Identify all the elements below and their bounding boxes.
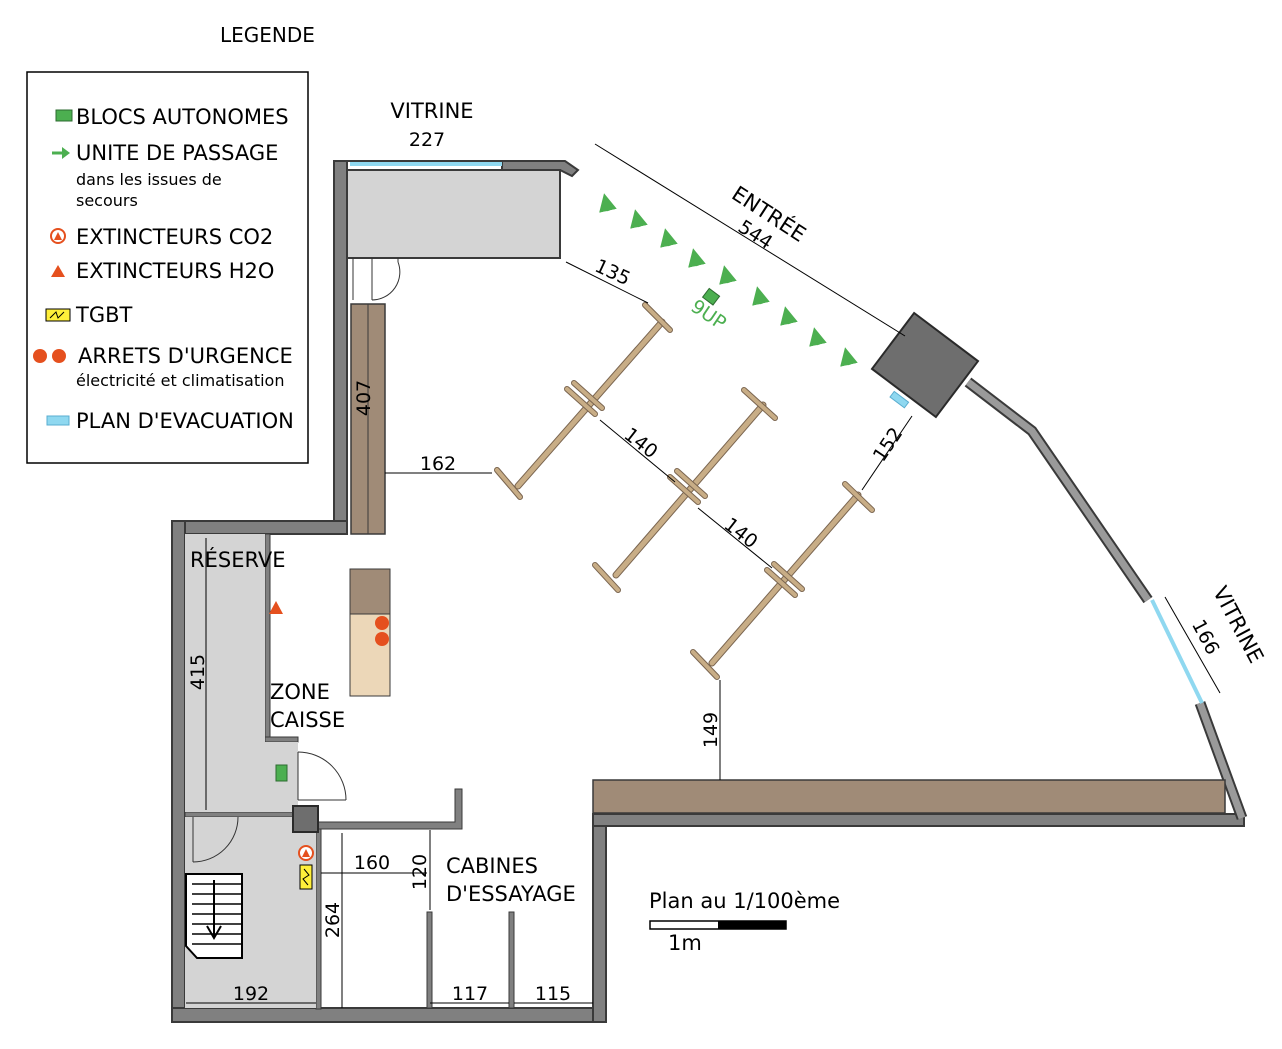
vitrine-top-dimension: 227: [409, 129, 445, 151]
legend-title: LEGENDE: [220, 23, 315, 47]
legend-label: EXTINCTEURS CO2: [76, 225, 273, 249]
dimension-label: 415: [187, 654, 209, 690]
wall-shelf-bottom: [592, 779, 1226, 814]
legend-item-co2: EXTINCTEURS CO2: [50, 225, 273, 249]
legend-item-arrets: ARRETS D'URGENCE électricité et climatis…: [33, 344, 293, 390]
dimension-label: 140: [620, 423, 662, 463]
door-top-left: [352, 258, 401, 301]
legend-label: TGBT: [75, 303, 133, 327]
green-block-icon: [275, 764, 288, 782]
passage-units-label: 9UP: [687, 295, 730, 334]
scale-unit: 1m: [668, 931, 702, 955]
cabines-label: CABINES: [446, 854, 538, 878]
dimension-label: 140: [720, 513, 762, 553]
legend-box: [26, 71, 309, 464]
legend-item-tgbt: TGBT: [45, 303, 133, 327]
green-block-icon: [55, 109, 73, 122]
evacuation-plan-icon: [46, 415, 70, 426]
pillar-small: [292, 805, 319, 833]
legend-item-passage: UNITE DE PASSAGE dans les issues de seco…: [52, 141, 278, 210]
legend-sub: électricité et climatisation: [76, 371, 284, 390]
tgbt-icon: [299, 864, 313, 890]
dimension-label: 192: [233, 983, 269, 1005]
door-reserve: [192, 816, 239, 863]
dimension-label: 152: [869, 423, 908, 465]
vitrine-right-label: VITRINE: [1208, 582, 1268, 667]
emergency-stop-icon: [33, 349, 66, 363]
dimension-label: 264: [322, 902, 344, 938]
water-extinguisher-icon: [269, 601, 283, 614]
dimension-label: 120: [409, 854, 431, 890]
clothes-racks: [494, 302, 875, 680]
emergency-stop-icon: [375, 616, 389, 630]
green-arrow-icon: [52, 147, 70, 159]
dimension-label: 160: [354, 852, 390, 874]
co2-extinguisher-icon: [50, 228, 66, 244]
dimension-label: 162: [420, 453, 456, 475]
back-room-floor: [185, 817, 316, 1008]
legend-label: BLOCS AUTONOMES: [76, 105, 289, 129]
legend-label: UNITE DE PASSAGE: [76, 141, 278, 165]
reserve-floor: [185, 534, 298, 812]
rack-1: [494, 302, 673, 500]
vitrine-right-glass: [1150, 599, 1204, 704]
vitrine-display-area: [346, 169, 561, 259]
water-extinguisher-icon: [51, 265, 65, 277]
rack-3: [690, 481, 875, 680]
green-block-icon: [701, 287, 721, 306]
vitrine-right-dimension: 166: [1187, 616, 1223, 658]
reserve-label: RÉSERVE: [190, 547, 286, 572]
legend-label: ARRETS D'URGENCE: [78, 344, 293, 368]
dimension-label: 115: [535, 983, 571, 1005]
cash-counter-top: [349, 568, 391, 615]
stairs: [185, 873, 243, 959]
legend-item-h2o: EXTINCTEURS H2O: [51, 259, 274, 283]
dimension-label: 407: [353, 380, 375, 416]
passage-arrows: [599, 193, 858, 367]
dimension-label: 117: [452, 983, 488, 1005]
co2-extinguisher-icon: [298, 845, 314, 861]
legend-item-plan: PLAN D'EVACUATION: [46, 409, 294, 433]
vitrine-top-label: VITRINE: [390, 99, 473, 123]
tgbt-icon: [45, 308, 71, 322]
legend-sub: dans les issues de: [76, 170, 222, 189]
rack-2: [592, 387, 778, 593]
scale-bar: Plan au 1/100ème 1m: [649, 889, 840, 955]
zone-caisse-label: CAISSE: [270, 708, 345, 732]
dimension-label: 149: [700, 712, 722, 748]
legend-item-blocs: BLOCS AUTONOMES: [55, 105, 289, 129]
zone-caisse-label: ZONE: [270, 680, 330, 704]
legend-sub: secours: [76, 191, 138, 210]
entrance-pillar: [870, 311, 980, 419]
door-caisse: [297, 751, 347, 801]
scale-title: Plan au 1/100ème: [649, 889, 840, 913]
emergency-stop-icon: [375, 632, 389, 646]
legend-label: PLAN D'EVACUATION: [76, 409, 294, 433]
dimension-lines: [186, 143, 1221, 1008]
cabines-label: D'ESSAYAGE: [446, 882, 576, 906]
evacuation-plan-icon: [889, 390, 910, 409]
legend-label: EXTINCTEURS H2O: [76, 259, 274, 283]
